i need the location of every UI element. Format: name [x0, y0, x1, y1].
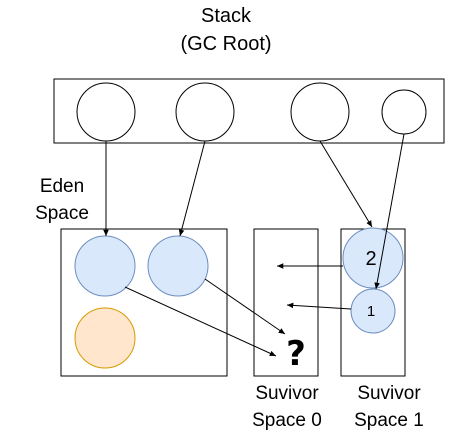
survivor0-box	[253, 228, 319, 377]
survivor1-label-line1: Suvivor	[357, 383, 421, 404]
arrow-root4-to-surv1-obj1	[374, 133, 405, 290]
eden-label-line1: Eden	[40, 176, 84, 197]
survivor1-object-1	[350, 288, 396, 334]
arrow-eden1-to-unknown	[124, 286, 277, 357]
survivor1-object-2-label: 2	[365, 248, 376, 270]
arrow-root2-to-eden2	[178, 140, 206, 237]
survivor0-label-line2: Space 0	[252, 410, 322, 431]
stack-root-2	[175, 82, 235, 142]
eden-object-2	[147, 235, 209, 297]
arrow-root3-to-surv1-obj2	[319, 140, 373, 228]
eden-label-line2: Space	[35, 203, 89, 224]
stack-title-line1: Stack	[201, 5, 252, 27]
survivor1-object-1-label: 1	[367, 303, 375, 320]
stack-root-3	[290, 82, 350, 142]
survivor1-object-2	[342, 227, 404, 289]
stack-title-line2: (GC Root)	[180, 33, 271, 55]
survivor1-label-line2: Space 1	[354, 410, 424, 431]
arrow-eden2-to-unknown	[204, 278, 286, 335]
arrow-obj1-copy-to-surv0	[286, 302, 352, 310]
unknown-object-marker: ?	[286, 334, 306, 374]
survivor0-label-line1: Suvivor	[255, 383, 319, 404]
stack-root-4	[381, 89, 427, 135]
eden-object-unreachable	[74, 307, 136, 369]
eden-object-1	[74, 235, 136, 297]
stack-root-1	[76, 82, 136, 142]
